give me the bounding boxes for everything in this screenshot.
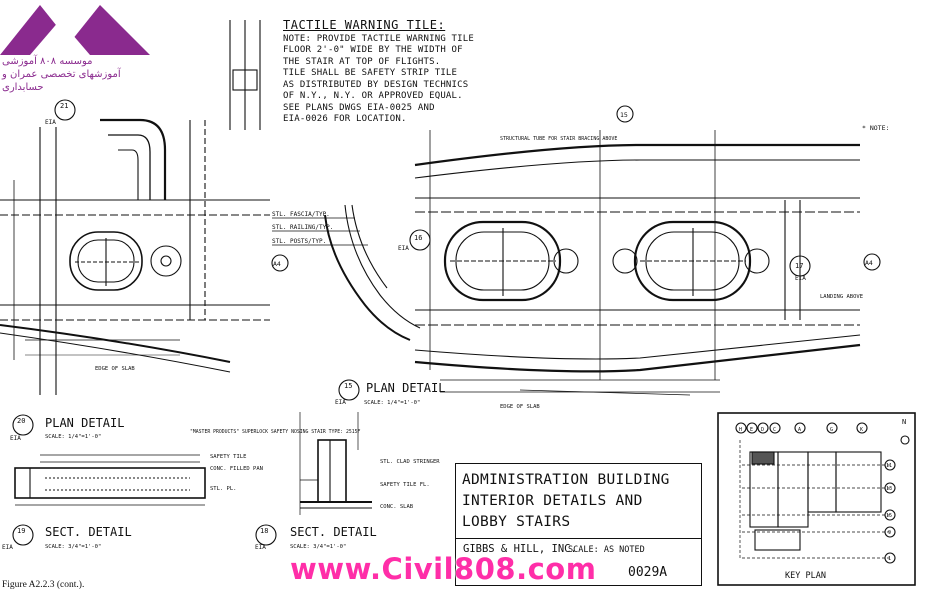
key-plan-col-c: C — [773, 427, 776, 433]
drawing-number: 0029A — [628, 565, 668, 580]
label-star-note: * NOTE: — [862, 124, 889, 132]
label-stl-post: STL. POSTS/TYP. — [272, 238, 326, 245]
detail-15-title: PLAN DETAIL — [366, 381, 445, 395]
title-block-footer: GIBBS & HILL, INC. SCALE: AS NOTED 0029A — [456, 538, 701, 586]
label-edge-slab-left: EDGE OF SLAB — [95, 366, 135, 372]
key-plan-row-9: 9 — [888, 530, 891, 536]
detail-19-num: 19 — [17, 527, 25, 535]
lobby-stair-plan — [414, 130, 861, 396]
note-title: TACTILE WARNING TILE: — [283, 18, 446, 32]
note-line-5: AS DISTRIBUTED BY DESIGN TECHNICS — [283, 79, 469, 90]
detail-15-sheet: EIA — [335, 399, 346, 406]
detail-18-num: 18 — [260, 527, 268, 535]
note-line-3: THE STAIR AT TOP OF FLIGHTS. — [283, 56, 441, 67]
key-plan-drawing — [717, 412, 916, 586]
key-plan-row-11: 11 — [886, 463, 892, 469]
key-plan-col-e: E — [750, 427, 753, 433]
key-plan-row-1: 1 — [888, 556, 891, 562]
detail-18-title: SECT. DETAIL — [290, 525, 377, 539]
detail-18-scale: SCALE: 3/4"=1'-0" — [290, 544, 346, 550]
label-structural-tube: STRUCTURAL TUBE FOR STAIR BRACING ABOVE — [500, 136, 617, 142]
title-block-title: ADMINISTRATION BUILDING INTERIOR DETAILS… — [462, 470, 670, 533]
detail-19-title: SECT. DETAIL — [45, 525, 132, 539]
tactile-tile-note: TACTILE WARNING TILE: NOTE: PROVIDE TACT… — [283, 18, 523, 126]
key-plan-row-13: 13 — [886, 486, 892, 492]
label-stl-plate: STL. PL. — [210, 486, 237, 492]
detail-20-sheet: EIA — [10, 435, 21, 442]
callout-16-num: 16 — [414, 234, 422, 242]
key-plan-col-k: K — [860, 427, 863, 433]
watermark[interactable]: www.Civil808.com — [290, 552, 597, 586]
label-landing-above: LANDING ABOVE — [820, 294, 863, 300]
detail-18-sheet: EIA — [255, 544, 266, 551]
key-plan-bubbles — [735, 422, 896, 564]
figure-caption: Figure A2.2.3 (cont.). — [2, 580, 85, 590]
grid-tag-a4-right: A4 — [865, 259, 873, 267]
key-plan-row-15: 15 — [886, 513, 892, 519]
logo-icon — [0, 5, 150, 55]
grid-tag-a4-left: A4 — [273, 260, 281, 268]
detail-19-scale: SCALE: 3/4"=1'-0" — [45, 544, 101, 550]
detail-20-num: 20 — [17, 417, 25, 425]
key-plan-col-g: G — [830, 427, 833, 433]
logo-line-1: موسسه ۸۰۸ آموزشی — [2, 56, 93, 67]
note-line-8: EIA-0026 FOR LOCATION. — [283, 114, 407, 124]
label-safety-tile-note: "MASTER PRODUCTS" SUPERLOCK SAFETY NOSIN… — [190, 429, 361, 435]
logo-line-2: آموزشهای تخصصی عمران و حسابداری — [2, 69, 121, 93]
note-line-2: FLOOR 2'-0" WIDE BY THE WIDTH OF — [283, 45, 463, 55]
label-edge-slab-right: EDGE OF SLAB — [500, 404, 540, 410]
callout-21-num: 21 — [60, 102, 68, 110]
note-line-6: OF N.Y., N.Y. OR APPROVED EQUAL. — [283, 91, 463, 101]
key-plan-col-d: D — [761, 427, 764, 433]
curved-stringer — [272, 204, 421, 341]
key-plan-col-a: A — [798, 427, 801, 433]
callout-17-num: 17 — [795, 262, 803, 270]
note-line-7: SEE PLANS DWGS EIA-0025 AND — [283, 102, 435, 113]
label-tile: SAFETY TILE — [210, 454, 246, 460]
detail-20-scale: SCALE: 1/4"=1'-0" — [45, 434, 101, 440]
title-line-2: INTERIOR DETAILS AND — [462, 493, 643, 509]
detail-15-scale: SCALE: 1/4"=1'-0" — [364, 400, 420, 406]
title-line-1: ADMINISTRATION BUILDING — [462, 472, 670, 488]
sect-detail-18-drawing — [299, 412, 372, 515]
note-line-4: TILE SHALL BE SAFETY STRIP TILE — [283, 68, 458, 78]
detail-15-num: 15 — [344, 382, 352, 390]
plan-detail-20-drawing — [14, 454, 206, 506]
label-stl-fascia: STL. FASCIA/TYP. — [272, 211, 330, 218]
key-plan-title: KEY PLAN — [785, 571, 826, 581]
detail-19-sheet: EIA — [2, 544, 13, 551]
title-line-3: LOBBY STAIRS — [462, 514, 571, 530]
corner-plan-21 — [0, 20, 270, 395]
label-safety-tile-fl: SAFETY TILE FL. — [380, 482, 430, 488]
callout-17-sheet: EIA — [795, 275, 806, 282]
label-conc-filled-pan: CONC. FILLED PAN — [210, 466, 263, 472]
label-stl-clad-stringer: STL. CLAD STRINGER — [380, 459, 440, 465]
scale-note: SCALE: AS NOTED — [568, 545, 645, 555]
note-line-1: NOTE: PROVIDE TACTILE WARNING TILE — [283, 33, 475, 44]
callout-21-sheet: EIA — [45, 119, 56, 126]
logo-text: موسسه ۸۰۸ آموزشی آموزشهای تخصصی عمران و … — [2, 55, 152, 94]
callout-16-sheet: EIA — [398, 245, 409, 252]
label-stl-railing: STL. RAILING/TYP. — [272, 224, 333, 231]
grid-tag-15: 15 — [620, 111, 628, 119]
callout-circles — [12, 99, 881, 546]
label-conc-slab: CONC. SLAB — [380, 504, 414, 510]
north-arrow-label: N — [902, 418, 906, 426]
title-block: ADMINISTRATION BUILDING INTERIOR DETAILS… — [455, 463, 702, 586]
detail-20-title: PLAN DETAIL — [45, 416, 124, 430]
firm-name: GIBBS & HILL, INC. — [463, 543, 577, 555]
key-plan-col-h: H — [739, 427, 742, 433]
